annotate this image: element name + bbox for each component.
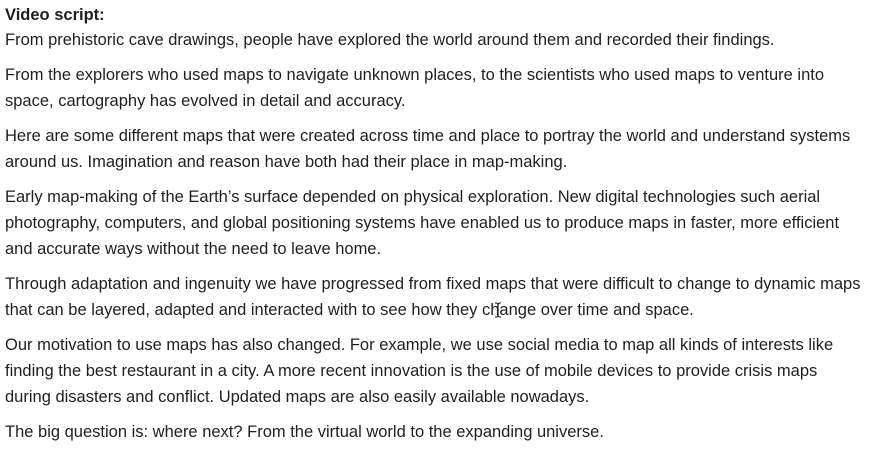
script-paragraph-5: Through adaptation and ingenuity we have… bbox=[5, 275, 861, 319]
script-heading: Video script: bbox=[5, 6, 105, 24]
script-paragraph-2: From the explorers who used maps to navi… bbox=[5, 66, 825, 110]
script-paragraph-6: Our motivation to use maps has also chan… bbox=[5, 336, 834, 406]
script-paragraph-3: Here are some different maps that were c… bbox=[5, 127, 851, 171]
script-paragraph-7: The big question is: where next? From th… bbox=[5, 423, 604, 441]
video-script-document: Video script: From prehistoric cave draw… bbox=[5, 4, 867, 454]
script-paragraph-1: From prehistoric cave drawings, people h… bbox=[5, 31, 775, 49]
script-paragraph-4: Early map-making of the Earth’s surface … bbox=[5, 188, 840, 258]
text-cursor-icon bbox=[495, 302, 501, 318]
